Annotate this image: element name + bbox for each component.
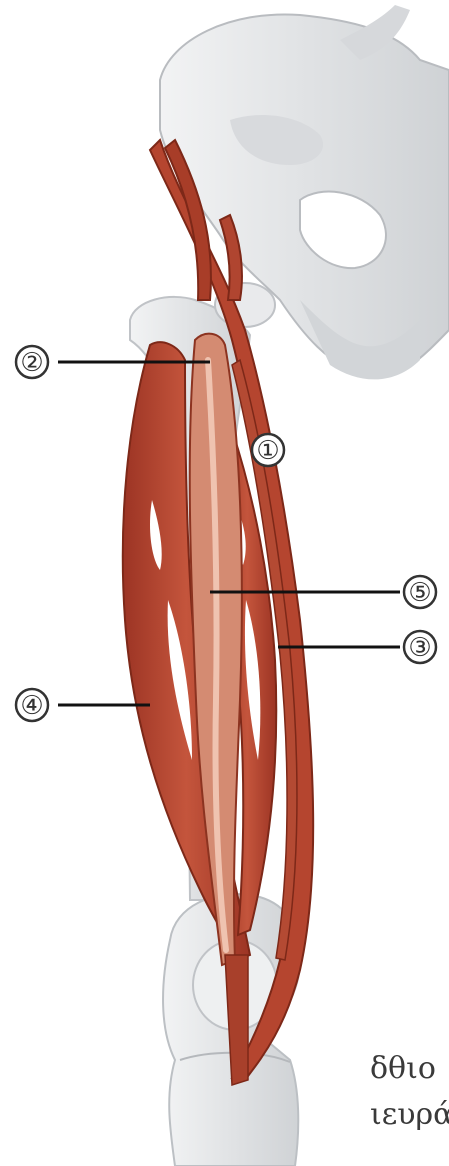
caption-line-2: ιευρά	[370, 1100, 449, 1130]
caption-line-1: δθιο	[370, 1054, 449, 1084]
callout-4: ④	[16, 689, 48, 721]
label-3: ③	[408, 633, 431, 663]
label-2: ②	[20, 348, 43, 378]
label-1: ①	[256, 436, 279, 466]
callout-1: ①	[252, 434, 284, 466]
callout-3: ③	[404, 631, 436, 663]
callout-2: ②	[16, 346, 48, 378]
label-5: ⑤	[408, 578, 431, 608]
callout-5: ⑤	[404, 576, 436, 608]
label-4: ④	[20, 691, 43, 721]
